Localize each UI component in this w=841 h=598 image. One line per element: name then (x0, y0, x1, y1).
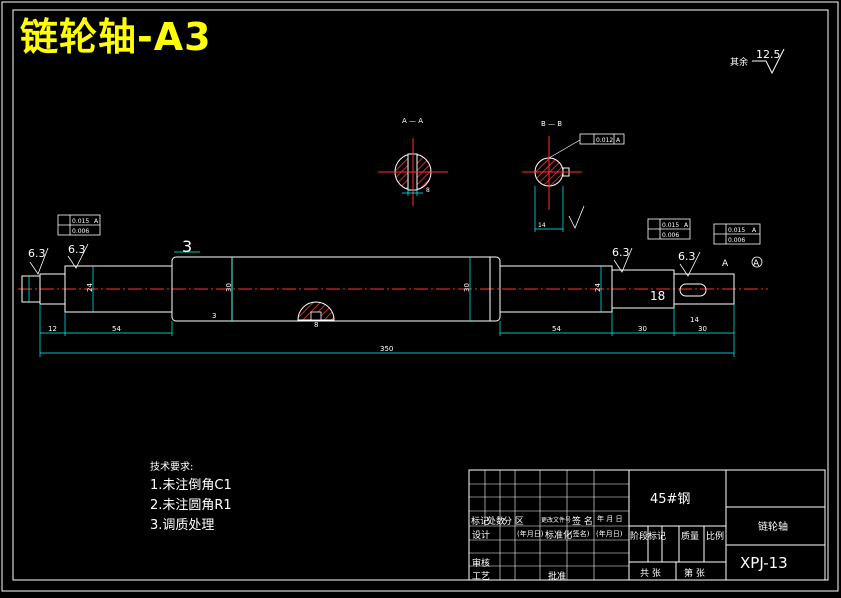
tb-check: 审核 (472, 559, 491, 569)
tb-weight: 质量 (681, 532, 700, 542)
tb-sign: 签 名 (572, 517, 593, 527)
dim-right-seg-a: 30 (638, 325, 647, 333)
tb-ym1: (年月日) (517, 530, 544, 538)
dim-left-step: 54 (112, 325, 121, 333)
dim-datum-a: A (722, 259, 729, 269)
tech-req-item-3: 3.调质处理 (150, 518, 215, 533)
roughness-symbols (29, 243, 701, 277)
tol-right-1-datum: A (752, 227, 757, 234)
dim-right-step: 54 (552, 325, 561, 333)
dim-groove: 3 (182, 237, 192, 256)
tol-right-1: 0.015 (728, 227, 745, 234)
roughness-mark-1: 6.3 (28, 247, 46, 260)
title-block-material: 45#钢 (650, 492, 691, 507)
tb-design: 设计 (472, 531, 491, 541)
tb-doc: 更改文件号 (541, 517, 572, 524)
tb-stage: 阶段标记 (630, 532, 667, 542)
tech-req-item-2: 2.未注圆角R1 (150, 498, 232, 513)
tb-ym2: (年月日) (596, 530, 623, 538)
section-b-tol-value: 0.012 (596, 137, 613, 144)
tb-zone: 分 区 (503, 517, 524, 527)
tb-date: 年 月 日 (597, 515, 623, 523)
shaft-keyway-section (297, 301, 335, 321)
dim-key-width: 3 (212, 312, 216, 320)
tb-approve: 批准 (548, 572, 567, 582)
dim-overall: 350 (380, 345, 393, 353)
dim-right-end-dia: 18 (650, 289, 665, 303)
dim-right-seg-b: 30 (698, 325, 707, 333)
title-block-rows (469, 470, 629, 580)
dim-dia-mid2: 30 (463, 283, 471, 292)
section-b-view (522, 133, 625, 232)
tol-mid-2: 0.006 (662, 232, 679, 239)
dim-datum-a-2: A (753, 259, 760, 269)
tol-right-2: 0.006 (728, 237, 745, 244)
section-a-label: A — A (402, 117, 423, 125)
dim-dia-left: 24 (86, 283, 94, 292)
tb-sheet-no: 第 张 (684, 569, 705, 579)
drawing-title: 链轮轴-A3 (20, 15, 212, 59)
dim-right-key: 14 (690, 316, 699, 324)
roughness-note-label: 其余 (730, 56, 748, 68)
inner-border (12, 9, 829, 581)
title-block-grid (468, 469, 826, 581)
tech-req-item-1: 1.未注倒角C1 (150, 478, 232, 493)
dim-left-end: 12 (48, 325, 57, 333)
section-a-view (378, 138, 448, 206)
dim-key-depth: 8 (314, 321, 318, 329)
section-a-dim: 8 (426, 187, 430, 194)
tb-std: 标准化 (545, 531, 573, 541)
section-b-label: B — B (541, 120, 562, 128)
roughness-mark-4: 6.3 (678, 250, 696, 263)
title-block-drawing-no: XPJ-13 (740, 554, 788, 572)
dim-dia-mid: 30 (225, 283, 233, 292)
tol-mid-1-datum: A (684, 222, 689, 229)
tb-count: 处数 (487, 517, 506, 527)
tolerance-frame-boxes (57, 214, 761, 245)
datum-circle (751, 256, 763, 268)
section-b-tol-datum: A (616, 137, 621, 144)
shaft-keyway-slot (310, 311, 322, 321)
tb-process: 工艺 (472, 572, 491, 582)
tol-left-2: 0.006 (72, 228, 89, 235)
tech-req-heading: 技术要求: (150, 462, 194, 473)
tb-scale: 比例 (706, 532, 725, 542)
tol-left-1: 0.015 (72, 218, 89, 225)
tol-mid-1: 0.015 (662, 222, 679, 229)
tb-mark: 标记 (471, 517, 490, 527)
title-block-part-name: 链轮轴 (758, 522, 788, 533)
section-b-dim: 14 (538, 222, 546, 229)
roughness-note-symbol (752, 48, 785, 75)
dim-dia-right: 24 (594, 283, 602, 292)
tb-sign2: (签名) (570, 530, 590, 538)
dimension-lines (28, 251, 735, 357)
roughness-mark-2: 6.3 (68, 243, 86, 256)
tol-left-1-datum: A (94, 218, 99, 225)
roughness-note-value: 12.5 (756, 48, 781, 61)
roughness-mark-3: 6.3 (612, 246, 630, 259)
tb-sheets-total: 共 张 (640, 569, 661, 579)
